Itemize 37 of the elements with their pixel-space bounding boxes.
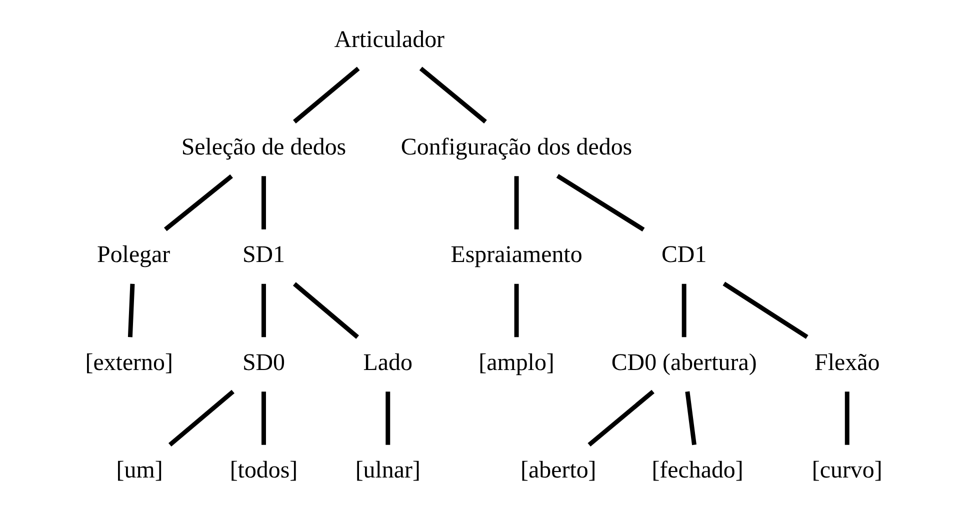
connector [293, 66, 360, 124]
node-text: [todos] [230, 458, 298, 484]
connector [682, 284, 686, 338]
node-text: [um] [116, 458, 163, 484]
node-text: [curvo] [812, 458, 882, 484]
connector [261, 392, 266, 445]
connector [261, 176, 266, 230]
connector [386, 392, 390, 445]
node-text: Flexão [814, 350, 880, 376]
node-text: [fechado] [652, 458, 744, 484]
connector [164, 174, 233, 232]
node-text: CD1 [661, 242, 707, 268]
node-text: SD1 [242, 242, 285, 268]
connector [514, 284, 519, 338]
connector [419, 66, 487, 124]
connector [685, 391, 696, 446]
connector [588, 390, 654, 447]
node-text: Lado [363, 350, 412, 376]
connector [514, 176, 519, 230]
node-text: [externo] [85, 350, 173, 376]
node-text: Articulador [334, 26, 445, 53]
node-text: [aberto] [520, 458, 596, 484]
node-text: Polegar [97, 242, 170, 268]
node-text: SD0 [242, 350, 285, 376]
node-text: [ulnar] [355, 458, 420, 484]
connector [292, 282, 359, 339]
node-text: [amplo] [478, 350, 554, 376]
connector [168, 390, 234, 447]
connector [844, 392, 850, 445]
node-text: Configuração dos dedos [400, 134, 632, 160]
node-text: Seleção de dedos [181, 134, 346, 160]
connector [261, 284, 266, 338]
node-text: Espraiamento [450, 242, 582, 268]
connector [722, 282, 808, 339]
node-text: CD0 (abertura) [611, 350, 757, 376]
connector [556, 174, 645, 232]
connector [128, 284, 135, 338]
